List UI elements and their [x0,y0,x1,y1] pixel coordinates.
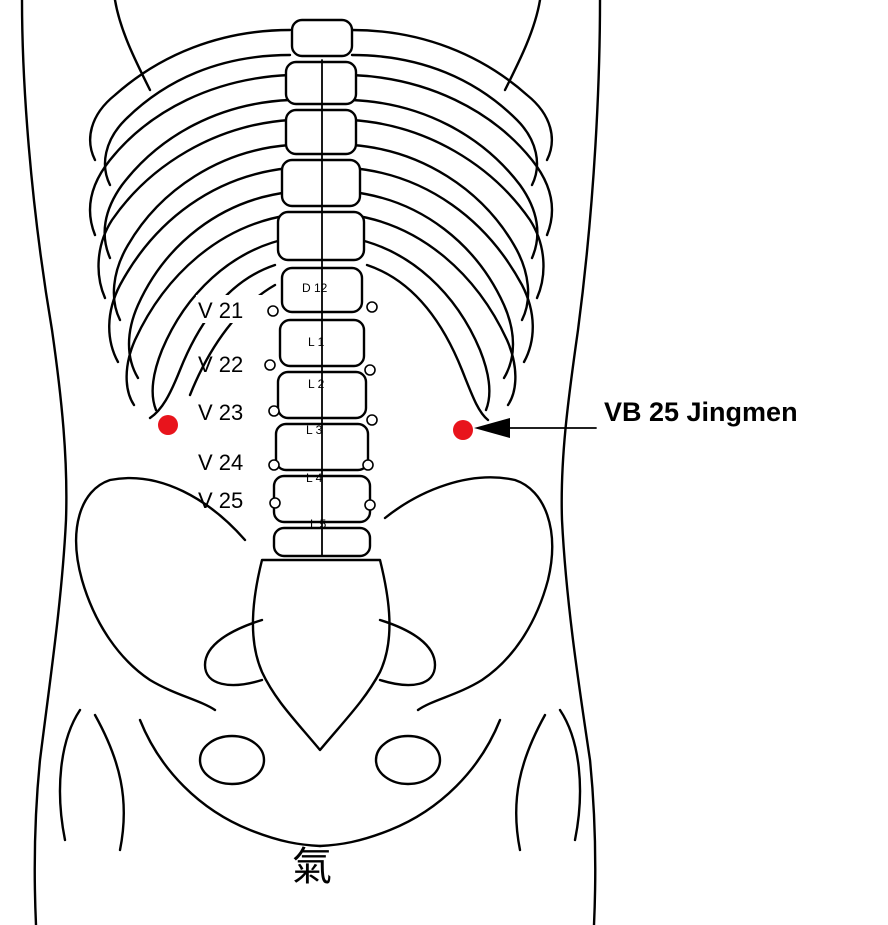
point-label-v23: V 23 [198,400,243,425]
point-label-v24: V 24 [198,450,243,475]
vertebra-label: L 5 [310,517,327,531]
spine [272,18,372,558]
jingmen-point-left [158,415,178,435]
pelvis [58,476,582,852]
point-right-21 [366,301,378,313]
point-left-21 [267,305,279,317]
rib-cage [88,28,554,422]
body-outline [20,0,602,925]
jingmen-points [158,415,473,440]
vertebra-label: L 2 [308,377,325,391]
vertebra-label: L 4 [306,471,323,485]
point-left-22 [264,359,276,371]
point-left-24 [268,459,280,471]
vertebra-labels: D 12 L 1 L 2 L 3 L 4 L 5 [302,281,328,531]
point-label-v21: V 21 [198,298,243,323]
vertebra-label: L 1 [308,335,325,349]
jingmen-point-right [453,420,473,440]
bladder-points [264,301,378,511]
pointer-arrowhead [474,418,510,438]
bladder-point-labels: V 21 V 22 V 23 V 24 V 25 [196,295,262,513]
point-label-v25: V 25 [198,488,243,513]
qi-glyph: 氣 [292,844,332,890]
point-right-22 [364,364,376,376]
point-right-25 [364,499,376,511]
vertebra-label: D 12 [302,281,328,295]
jingmen-callout: VB 25 Jingmen [474,397,798,438]
vertebra-label: L 3 [306,423,323,437]
jingmen-label: VB 25 Jingmen [604,397,798,427]
point-left-23 [268,405,280,417]
point-right-24 [362,459,374,471]
point-left-25 [269,497,281,509]
point-right-23 [366,414,378,426]
point-label-v22: V 22 [198,352,243,377]
